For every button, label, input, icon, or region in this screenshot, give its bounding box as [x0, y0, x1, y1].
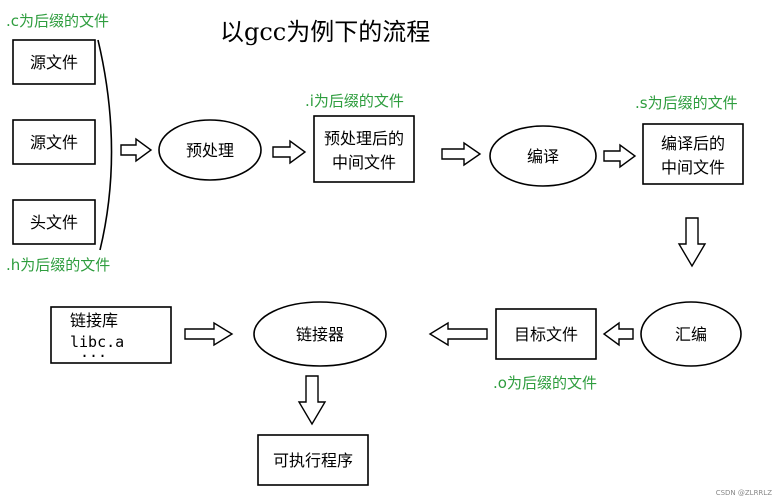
preprocess-label: 预处理	[186, 141, 234, 160]
linker-label: 链接器	[296, 325, 344, 344]
arrow-to-linker-from-object	[428, 321, 488, 347]
compiled-file-label-line1: 编译后的	[661, 134, 725, 153]
source-file-label-1: 源文件	[30, 53, 78, 72]
note-h-suffix: .h为后缀的文件	[6, 256, 110, 274]
arrow-to-executable	[297, 375, 327, 426]
library-box: 链接库 libc.a ···	[50, 306, 172, 365]
compile-label: 编译	[527, 147, 559, 166]
arrow-to-preprocess	[120, 137, 153, 163]
preprocessed-file-label-line1: 预处理后的	[324, 129, 404, 148]
arrow-to-compiled-file	[603, 143, 637, 169]
arrow-to-preprocessed-file	[272, 139, 307, 165]
compiled-file-label-line2: 中间文件	[661, 158, 725, 177]
library-label-line1: 链接库	[70, 311, 118, 330]
note-o-suffix: .o为后缀的文件	[493, 374, 597, 392]
assemble-label: 汇编	[675, 325, 707, 344]
note-c-suffix: .c为后缀的文件	[6, 12, 109, 30]
arrow-to-assemble	[677, 217, 707, 268]
object-file-box: 目标文件	[495, 308, 597, 360]
preprocessed-file-label-line2: 中间文件	[332, 153, 396, 172]
executable-box: 可执行程序	[257, 434, 369, 486]
assemble-node: 汇编	[640, 301, 742, 367]
library-label-line3: ···	[80, 347, 107, 365]
watermark: CSDN @ZLRRLZ	[716, 489, 773, 497]
note-i-suffix: .i为后缀的文件	[305, 92, 404, 110]
note-s-suffix: .s为后缀的文件	[635, 94, 738, 112]
compiled-file-box: 编译后的 中间文件	[642, 123, 744, 185]
source-file-box-1: 源文件	[12, 39, 96, 85]
header-file-label: 头文件	[30, 213, 78, 232]
preprocessed-file-box: 预处理后的 中间文件	[313, 115, 415, 183]
object-file-label: 目标文件	[514, 325, 578, 344]
arrow-to-object-file	[602, 321, 634, 347]
arrow-to-linker-from-library	[184, 321, 234, 347]
header-file-box: 头文件	[12, 199, 96, 245]
source-file-label-2: 源文件	[30, 133, 78, 152]
source-file-box-2: 源文件	[12, 119, 96, 165]
grouping-brace	[97, 39, 113, 251]
preprocess-node: 预处理	[158, 119, 262, 181]
library-label-line2: libc.a	[70, 333, 124, 351]
arrow-to-compile	[441, 141, 482, 167]
diagram-title: 以gcc为例下的流程	[220, 18, 430, 46]
compile-node: 编译	[489, 125, 597, 187]
executable-label: 可执行程序	[273, 451, 353, 470]
linker-node: 链接器	[253, 301, 387, 367]
